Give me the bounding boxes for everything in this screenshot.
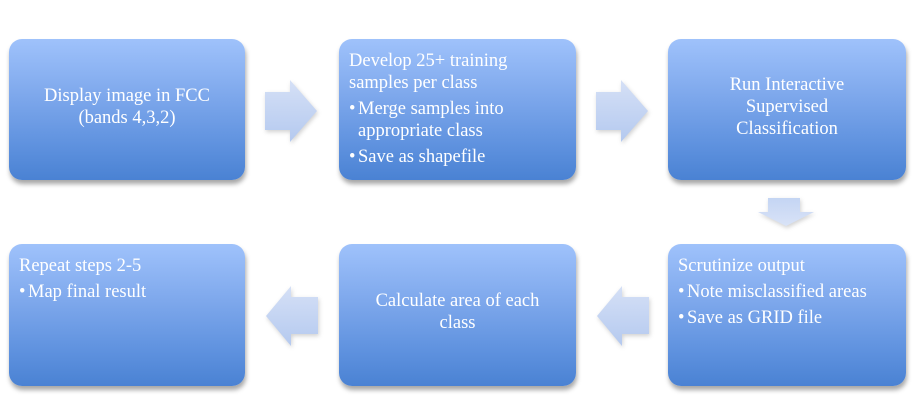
arrow-right-icon [265, 80, 317, 142]
step-2-bullet: Save as shapefile [349, 146, 566, 168]
step-6-title: Repeat steps 2-5 [19, 256, 142, 276]
step-3-box: Run Interactive Supervised Classificatio… [668, 39, 906, 180]
step-1-box: Display image in FCC (bands 4,3,2) [9, 39, 245, 180]
step-4-bullet: Save as GRID file [678, 307, 896, 329]
step-6-bullet: Map final result [19, 281, 235, 303]
step-6-box: Repeat steps 2-5 Map final result [9, 244, 245, 386]
step-5-box: Calculate area of each class [339, 244, 576, 386]
step-4-bullet: Note misclassified areas [678, 281, 867, 303]
step-2-box: Develop 25+ training samples per class M… [339, 39, 576, 180]
arrow-right-icon [596, 80, 648, 142]
step-2-bullets: Merge samples into appropriate class Sav… [349, 98, 566, 168]
step-5-title: Calculate area of each class [375, 291, 540, 333]
arrow-down-icon [758, 198, 814, 226]
step-3-title: Run Interactive Supervised Classificatio… [729, 74, 845, 139]
step-6-bullets: Map final result [19, 281, 235, 303]
arrow-left-icon [597, 286, 649, 346]
step-4-box: Scrutinize output Note misclassified are… [668, 244, 906, 386]
step-2-bullet: Merge samples into appropriate class [349, 98, 566, 142]
step-4-title: Scrutinize output [678, 256, 805, 276]
step-2-title: Develop 25+ training samples per class [349, 51, 508, 93]
arrow-left-icon [266, 286, 318, 346]
step-4-bullets: Note misclassified areas Save as GRID fi… [678, 281, 896, 329]
step-1-title: Display image in FCC (bands 4,3,2) [44, 85, 210, 128]
